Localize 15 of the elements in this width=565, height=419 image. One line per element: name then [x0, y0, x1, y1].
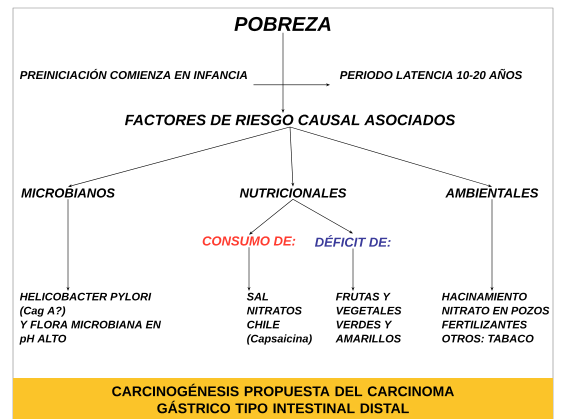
- category-text: AMBIENTALES: [445, 188, 538, 198]
- category-text: MICROBIANOS: [21, 188, 115, 198]
- arrow: [292, 199, 353, 234]
- factor-list: FRUTAS Y VEGETALES VERDES Y AMARILLOS: [335, 292, 402, 342]
- heading-text: POBREZA: [234, 16, 330, 32]
- factor-list: SAL NITRATOS CHILE (Capsaicina): [246, 292, 312, 345]
- factor-list: HACINAMIENTO NITRATO EN POZOS FERTILIZANTES OTROS: TABACO: [442, 292, 550, 342]
- factor-list: HELICOBACTER PYLORI (Cag A?) Y FLORA MICROBIANA EN pH ALTO: [19, 292, 162, 345]
- category-text: NUTRICIONALES: [240, 188, 346, 198]
- label-text: PREINICIACIÓN COMIENZA EN INFANCIA: [20, 68, 247, 80]
- subcategory-text: CONSUMO DE:: [202, 236, 296, 246]
- subcategory-text: DÉFICIT DE:: [314, 235, 391, 247]
- label-text: PERIODO LATENCIA 10-20 AÑOS: [340, 68, 522, 80]
- heading-text: FACTORES DE RIESGO CAUSAL ASOCIADOS: [124, 114, 456, 126]
- caption-band: CARCINOGÉNESIS PROPUESTA DEL CARCINOMA GÁSTRICO TIPO INTESTINAL DISTAL: [13, 378, 553, 419]
